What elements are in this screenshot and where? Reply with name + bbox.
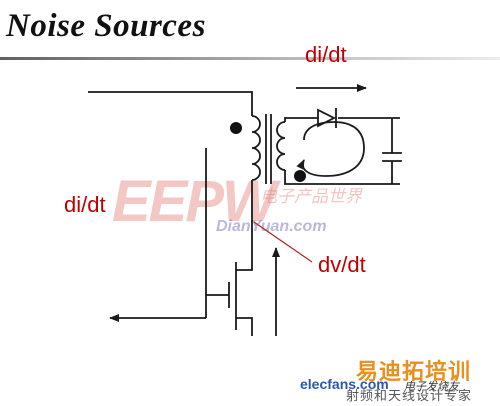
dvdt-label: dv/dt [318,252,366,277]
eepw-logo: EEPW [112,169,277,234]
secondary-winding [276,121,286,171]
top-didt-label: di/dt [305,42,347,67]
primary-polarity-dot [230,122,242,134]
eepw-chinese-text: 电子产品世界 [260,187,362,207]
secondary-current-loop [296,121,365,177]
primary-top-wire [88,91,253,116]
secondary-polarity-dot [294,170,306,182]
secondary-bottom-wire [284,170,400,185]
eepw-watermark: EEPW 电子产品世界 DianYuan.com [112,168,402,250]
left-didt-label: di/dt [64,192,106,217]
title-underline [0,57,500,60]
dvdt-pointer-line [253,221,313,263]
circuit-wires [88,84,402,336]
elecfans-chinese-watermark: 电子发烧友 [404,380,459,393]
mosfet-source-wire [236,317,253,336]
elecfans-watermark: elecfans.com [300,376,389,392]
output-diode [317,108,337,128]
slide-title: Noise Sources [6,8,206,44]
training-subtitle-watermark: 射频和天线设计专家 [346,388,473,403]
secondary-top-wire [284,117,318,122]
training-watermark: 易迪拓培训 [356,359,472,384]
dianyuan-url: DianYuan.com [216,218,327,235]
primary-winding [251,115,261,181]
primary-drain-wire [236,180,253,271]
